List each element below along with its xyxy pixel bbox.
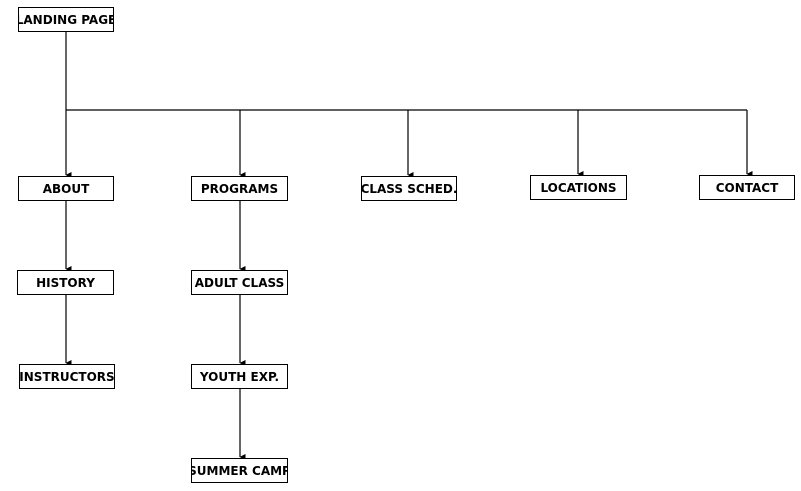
node-locations: LOCATIONS	[530, 175, 627, 200]
node-youth-exp: YOUTH EXP.	[191, 364, 288, 389]
node-class-sched: CLASS SCHED.	[361, 176, 457, 201]
node-adult-class: ADULT CLASS	[191, 270, 288, 295]
node-landing-page: LANDING PAGE	[18, 7, 114, 32]
node-instructors: INSTRUCTORS	[19, 364, 115, 389]
node-contact: CONTACT	[699, 175, 795, 200]
node-history: HISTORY	[17, 270, 114, 295]
node-programs: PROGRAMS	[191, 176, 288, 201]
node-summer-camp: SUMMER CAMP	[191, 458, 288, 483]
node-about: ABOUT	[18, 176, 114, 201]
